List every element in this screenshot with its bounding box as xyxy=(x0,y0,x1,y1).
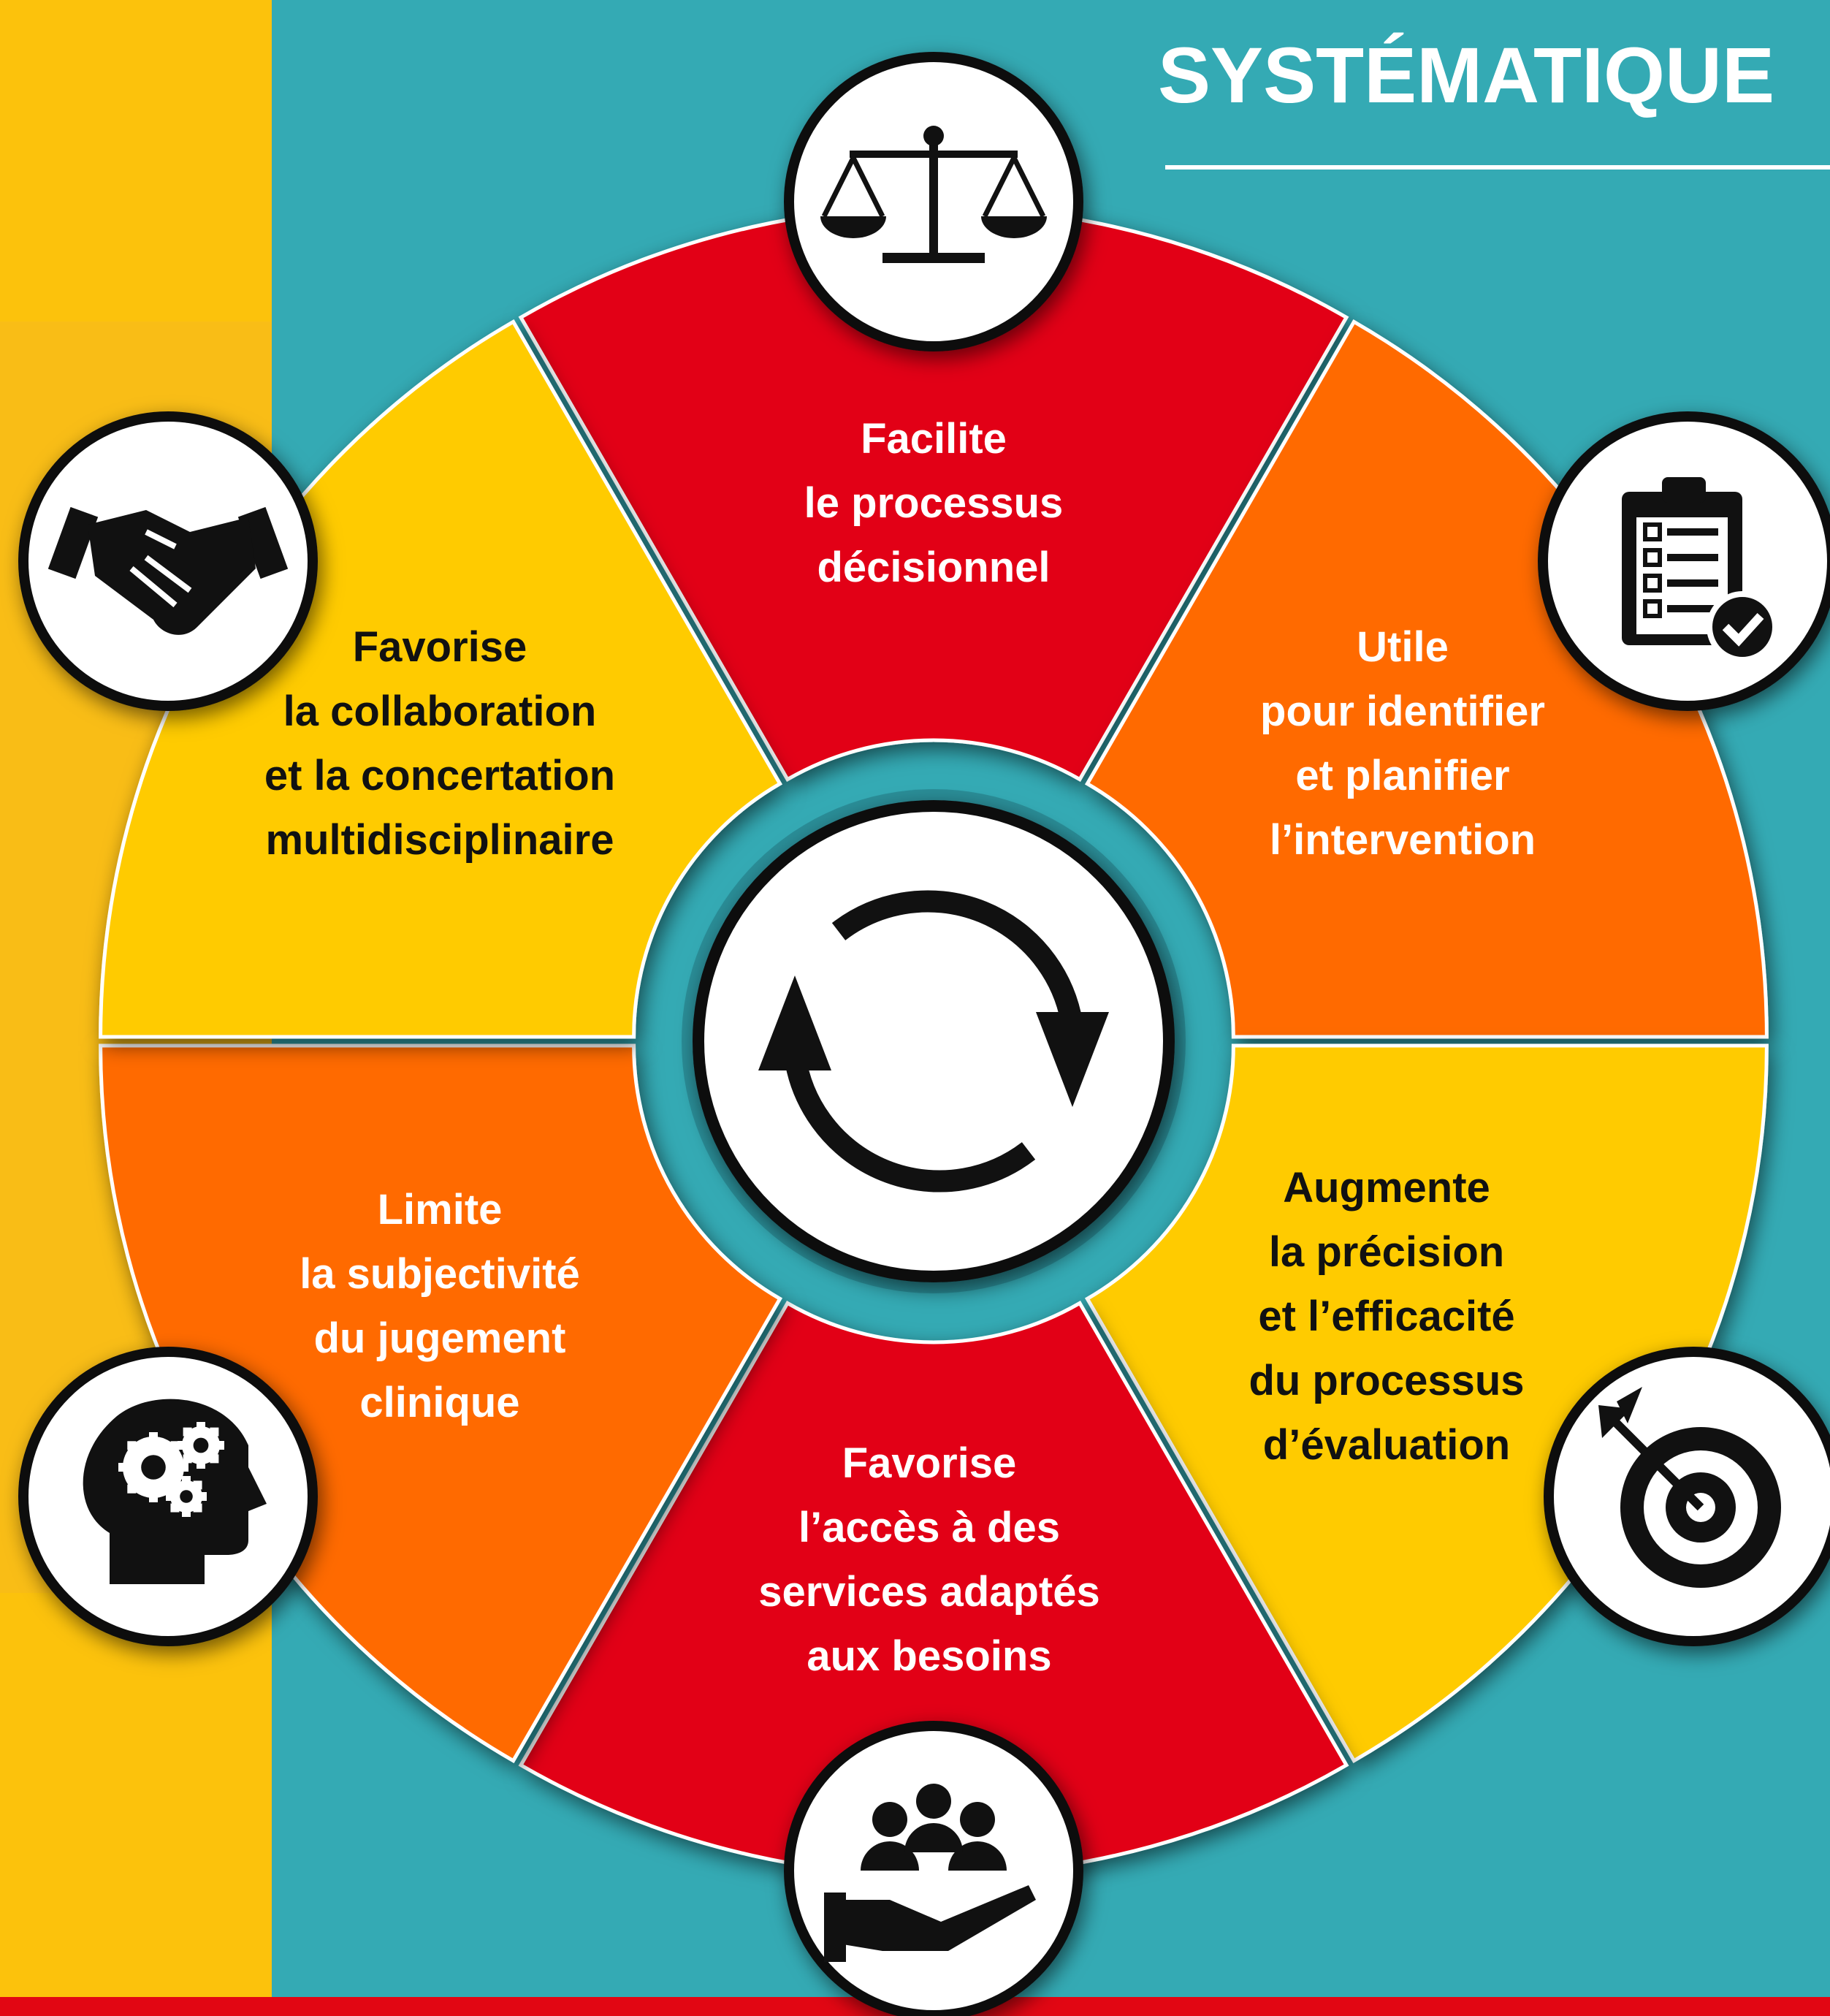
segment-icons xyxy=(18,52,1830,2016)
target-arrow-icon xyxy=(1598,1387,1781,1588)
segment-upper-left xyxy=(99,319,783,1039)
icon-badge-bottom xyxy=(784,1721,1083,2016)
segment-top xyxy=(518,205,1349,783)
people-hand-icon xyxy=(824,1784,1036,1962)
segment-lower-right xyxy=(1084,1043,1769,1764)
segment-upper-right xyxy=(1084,319,1769,1039)
icon-badge-lower-left xyxy=(18,1347,318,1646)
handshake-icon xyxy=(47,506,289,635)
balance-scale-icon xyxy=(820,126,1047,263)
head-gears-icon xyxy=(83,1399,267,1584)
icon-badge-upper-left xyxy=(18,411,318,711)
wheel-hub xyxy=(682,789,1186,1293)
page-title: SYSTÉMATIQUE xyxy=(1158,31,1774,119)
segment-lower-left xyxy=(99,1043,783,1764)
title-underline xyxy=(1165,165,1830,170)
segment-bottom xyxy=(518,1300,1349,1878)
wheel-segments xyxy=(99,205,1769,1878)
clipboard-checklist-icon xyxy=(1622,477,1778,663)
refresh-cycle-icon xyxy=(758,890,1109,1193)
hub-circle xyxy=(693,800,1175,1282)
icon-badge-top xyxy=(784,52,1083,351)
icon-badge-upper-right xyxy=(1538,411,1830,711)
icon-badge-lower-right xyxy=(1544,1347,1830,1646)
